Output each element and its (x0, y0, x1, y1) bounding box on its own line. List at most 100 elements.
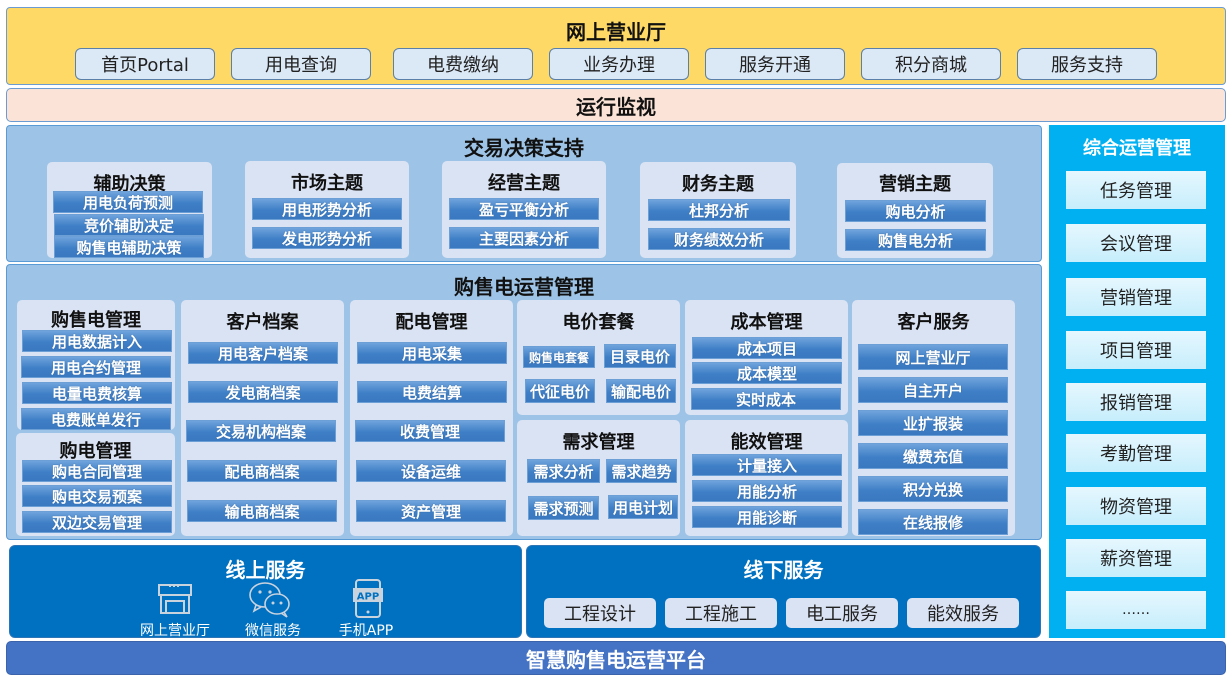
item-exchange-records[interactable]: 交易机构档案 (186, 420, 336, 442)
item-purchase-contract[interactable]: 购电合同管理 (22, 460, 172, 482)
ops-btn-marketing[interactable]: 营销管理 (1066, 278, 1206, 316)
offline-btn-construction[interactable]: 工程施工 (665, 598, 777, 628)
portal-btn-service-activation[interactable]: 服务开通 (705, 48, 845, 80)
item-realtime-cost[interactable]: 实时成本 (691, 388, 841, 410)
card-business-topic: 经营主题 盈亏平衡分析 主要因素分析 (442, 161, 606, 258)
portal-btn-business[interactable]: 业务办理 (549, 48, 689, 80)
item-catalog-price[interactable]: 目录电价 (604, 344, 676, 368)
item-purchase-plan[interactable]: 购电交易预案 (22, 485, 172, 507)
item-trade-package[interactable]: 购售电套餐 (523, 346, 595, 368)
item-breakeven[interactable]: 盈亏平衡分析 (449, 198, 599, 220)
item-energy-analysis[interactable]: 用能分析 (692, 480, 842, 502)
storefront-icon[interactable] (155, 582, 195, 616)
item-online-repair[interactable]: 在线报修 (858, 509, 1008, 535)
item-demand-analysis[interactable]: 需求分析 (527, 459, 600, 483)
card-title: 经营主题 (488, 173, 560, 194)
portal-btn-bill-payment[interactable]: 电费缴纳 (393, 48, 533, 80)
item-demand-trend[interactable]: 需求趋势 (606, 459, 677, 483)
operations-title: 购售电运营管理 (454, 275, 594, 299)
item-usage-data[interactable]: 用电数据计入 (22, 330, 172, 352)
card-title: 购电管理 (59, 441, 132, 462)
ops-btn-task[interactable]: 任务管理 (1066, 171, 1206, 209)
item-usage-plan[interactable]: 用电计划 (608, 495, 678, 519)
card-title: 能效管理 (730, 432, 803, 453)
card-title: 成本管理 (730, 312, 803, 333)
item-usage-customer-records[interactable]: 用电客户档案 (188, 342, 338, 364)
channel-online-hall-label: 网上营业厅 (140, 623, 210, 639)
item-fee-settlement[interactable]: 电费结算 (357, 381, 507, 403)
card-title: 客户服务 (897, 312, 970, 333)
card-title: 财务主题 (682, 174, 754, 195)
card-title: 营销主题 (879, 174, 951, 195)
item-load-forecast[interactable]: 用电负荷预测 (53, 191, 203, 213)
item-key-factors[interactable]: 主要因素分析 (449, 227, 599, 249)
item-transmission-price[interactable]: 输配电价 (606, 379, 676, 403)
integrated-ops-title: 综合运营管理 (1083, 138, 1191, 159)
item-finance-performance[interactable]: 财务绩效分析 (648, 228, 790, 250)
runtime-monitor-band[interactable]: 运行监视 (6, 88, 1226, 122)
card-cost-management: 成本管理 成本项目 成本模型 实时成本 (685, 300, 848, 415)
item-equipment-ops[interactable]: 设备运维 (356, 460, 506, 482)
offline-btn-efficiency[interactable]: 能效服务 (907, 598, 1019, 628)
ops-btn-reimbursement[interactable]: 报销管理 (1066, 383, 1206, 421)
offline-btn-electrician[interactable]: 电工服务 (786, 598, 898, 628)
item-generation-trend[interactable]: 发电形势分析 (252, 227, 402, 249)
ops-btn-payroll[interactable]: 薪资管理 (1066, 539, 1206, 577)
item-asset-management[interactable]: 资产管理 (356, 500, 506, 522)
item-payment-topup[interactable]: 缴费充值 (858, 443, 1008, 469)
item-data-collection[interactable]: 用电采集 (357, 342, 507, 364)
item-usage-trend[interactable]: 用电形势分析 (252, 198, 402, 220)
item-demand-forecast[interactable]: 需求预测 (528, 496, 599, 520)
item-bill-issue[interactable]: 电费账单发行 (21, 408, 171, 430)
item-distributor-records[interactable]: 配电商档案 (187, 460, 337, 482)
offline-btn-design[interactable]: 工程设计 (544, 598, 656, 628)
card-tariff-packages: 电价套餐 购售电套餐 目录电价 代征电价 输配电价 (517, 300, 680, 415)
item-self-account[interactable]: 自主开户 (858, 377, 1008, 403)
ops-btn-materials[interactable]: 物资管理 (1066, 487, 1206, 525)
ops-btn-project[interactable]: 项目管理 (1066, 331, 1206, 369)
portal-btn-support[interactable]: 服务支持 (1017, 48, 1157, 80)
item-dupont[interactable]: 杜邦分析 (648, 199, 790, 221)
portal-title: 网上营业厅 (566, 20, 666, 44)
item-billing-calc[interactable]: 电量电费核算 (22, 382, 172, 404)
item-cost-items[interactable]: 成本项目 (692, 337, 842, 359)
decision-support-panel: 交易决策支持 辅助决策 用电负荷预测 竞价辅助决定 购售电辅助决策 市场主题 用… (6, 125, 1042, 262)
ops-btn-attendance[interactable]: 考勤管理 (1066, 434, 1206, 472)
item-bid-decision[interactable]: 竞价辅助决定 (54, 214, 204, 236)
mobile-app-icon[interactable]: APP (352, 579, 384, 619)
item-transmission-records[interactable]: 输电商档案 (187, 500, 337, 522)
card-title: 购售电管理 (51, 310, 141, 331)
card-customer-service: 客户服务 网上营业厅 自主开户 业扩报装 缴费充值 积分兑换 在线报修 (852, 300, 1015, 536)
operations-panel: 购售电运营管理 购售电管理 用电数据计入 用电合约管理 电量电费核算 电费账单发… (6, 264, 1042, 540)
card-title: 需求管理 (562, 432, 635, 453)
item-energy-diagnosis[interactable]: 用能诊断 (692, 506, 842, 528)
portal-btn-points-mall[interactable]: 积分商城 (861, 48, 1001, 80)
item-points-redeem[interactable]: 积分兑换 (858, 476, 1008, 502)
item-purchase-analysis[interactable]: 购电分析 (845, 200, 986, 222)
ops-btn-meeting[interactable]: 会议管理 (1066, 224, 1206, 262)
ops-btn-more[interactable]: …… (1066, 591, 1206, 629)
item-service-expansion[interactable]: 业扩报装 (858, 410, 1008, 436)
portal-btn-home[interactable]: 首页Portal (75, 48, 215, 80)
item-generator-records[interactable]: 发电商档案 (188, 381, 338, 403)
item-online-hall[interactable]: 网上营业厅 (858, 344, 1008, 370)
online-services-title: 线上服务 (225, 558, 306, 582)
card-purchase-management: 购电管理 购电合同管理 购电交易预案 双边交易管理 (16, 433, 175, 536)
card-title: 配电管理 (395, 312, 468, 333)
portal-btn-usage-query[interactable]: 用电查询 (231, 48, 371, 80)
card-market-topic: 市场主题 用电形势分析 发电形势分析 (245, 161, 409, 258)
item-bilateral-trade[interactable]: 双边交易管理 (22, 511, 172, 533)
item-levy-price[interactable]: 代征电价 (525, 379, 595, 403)
card-title: 客户档案 (226, 312, 299, 333)
item-meter-access[interactable]: 计量接入 (692, 454, 842, 476)
item-charge-management[interactable]: 收费管理 (355, 420, 505, 442)
svg-text:APP: APP (357, 592, 379, 603)
offline-services-title: 线下服务 (743, 558, 824, 582)
wechat-icon[interactable] (246, 580, 294, 620)
item-trade-decision[interactable]: 购售电辅助决策 (54, 236, 204, 258)
card-finance-topic: 财务主题 杜邦分析 财务绩效分析 (640, 162, 796, 258)
item-trade-analysis[interactable]: 购售电分析 (845, 229, 986, 251)
item-usage-contract[interactable]: 用电合约管理 (21, 356, 171, 378)
item-cost-model[interactable]: 成本模型 (692, 362, 842, 384)
card-customer-records: 客户档案 用电客户档案 发电商档案 交易机构档案 配电商档案 输电商档案 (181, 300, 344, 536)
